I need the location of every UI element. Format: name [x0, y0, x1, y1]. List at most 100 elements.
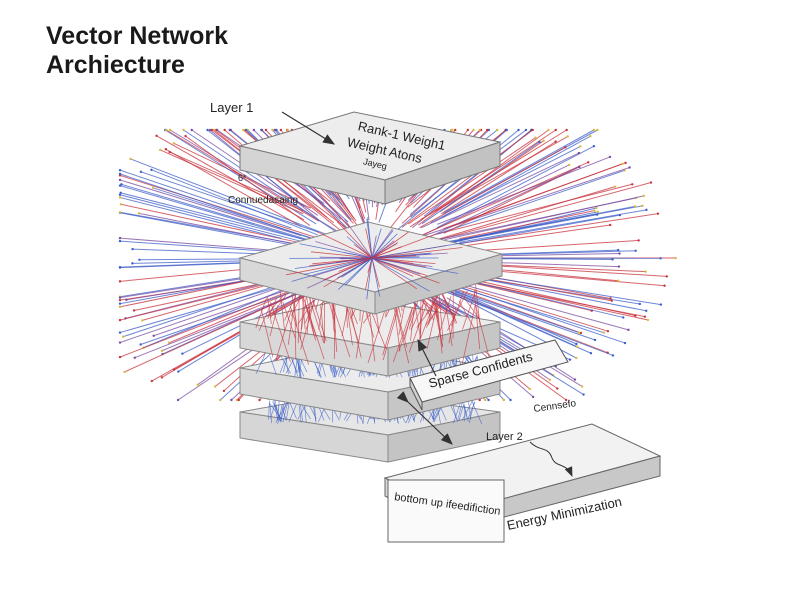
red-mesh-line: [393, 305, 401, 352]
ray-endpoint: [150, 379, 154, 383]
red-mesh-line: [260, 308, 274, 358]
ray-endpoint: [155, 134, 158, 137]
ray-endpoint: [129, 157, 132, 161]
converging-ray: [371, 257, 421, 275]
red-mesh-line: [255, 297, 267, 329]
ray-endpoint: [118, 280, 122, 283]
connection-ray: [434, 183, 633, 236]
converging-ray: [336, 257, 373, 279]
ray-endpoint: [628, 166, 631, 169]
connection-ray: [424, 182, 652, 245]
connection-ray: [119, 174, 336, 245]
ray-endpoint: [235, 398, 239, 402]
ray-endpoint: [642, 194, 646, 198]
ray-endpoint: [641, 204, 644, 208]
ray-endpoint: [567, 163, 571, 167]
red-mesh-line: [269, 305, 279, 337]
converging-ray: [367, 217, 373, 259]
red-mesh-line: [475, 305, 491, 363]
red-mesh-line: [458, 300, 476, 330]
ray-endpoint: [118, 318, 122, 322]
converging-ray: [310, 251, 373, 259]
ray-endpoint: [528, 387, 532, 391]
connection-ray: [138, 212, 320, 250]
ray-endpoint: [596, 210, 600, 214]
ray-endpoint: [556, 387, 559, 390]
ray-endpoint: [215, 128, 219, 132]
converging-ray: [365, 257, 373, 290]
ray-endpoint: [624, 161, 627, 165]
converging-ray: [371, 246, 402, 259]
ray-endpoint: [478, 398, 481, 402]
ray-endpoint: [184, 134, 187, 138]
ray-endpoint: [176, 398, 180, 402]
red-mesh-line: [392, 307, 413, 363]
red-mesh-line: [430, 288, 443, 347]
ray-endpoint: [617, 265, 621, 268]
ray-endpoint: [118, 331, 122, 334]
ray-endpoint: [606, 329, 610, 333]
ray-endpoint: [595, 206, 598, 210]
converging-ray: [371, 235, 377, 259]
converging-ray: [371, 255, 416, 259]
ray-endpoint: [578, 165, 581, 168]
ray-endpoint: [139, 343, 142, 346]
ray-endpoint: [118, 302, 122, 305]
converging-ray: [344, 218, 373, 259]
connection-ray: [448, 224, 611, 249]
red-mesh-line: [462, 289, 477, 330]
connection-ray: [420, 152, 580, 229]
ray-endpoint: [617, 248, 620, 252]
connection-ray: [119, 173, 326, 244]
connection-ray: [168, 292, 291, 344]
converging-ray: [294, 257, 373, 269]
ray-endpoint: [517, 128, 520, 132]
converging-ray: [344, 257, 373, 286]
ray-endpoint: [608, 155, 612, 159]
ray-endpoint: [121, 335, 125, 338]
converging-ray: [365, 228, 373, 259]
red-mesh-line: [438, 287, 444, 341]
converging-ray: [371, 243, 398, 259]
blue-mesh-line: [282, 400, 289, 422]
ray-endpoint: [622, 316, 625, 319]
layer-1-arrow: [281, 111, 336, 145]
blue-mesh-line: [456, 399, 464, 422]
connection-ray: [418, 129, 549, 226]
blue-mesh-line: [468, 401, 475, 424]
ray-endpoint: [538, 140, 541, 144]
connection-ray: [119, 169, 292, 229]
ray-endpoint: [132, 309, 136, 312]
connection-ray: [434, 129, 567, 212]
ray-endpoint: [534, 136, 537, 139]
ray-endpoint: [592, 128, 596, 132]
ray-endpoint: [118, 355, 122, 359]
connection-ray: [140, 171, 319, 233]
ray-endpoint: [573, 378, 577, 381]
connection-ray: [419, 281, 614, 356]
ray-endpoint: [182, 128, 185, 132]
red-mesh-line: [404, 307, 413, 340]
converging-ray: [303, 257, 373, 275]
ray-endpoint: [575, 345, 579, 348]
ray-endpoint: [213, 128, 216, 132]
ray-endpoint: [487, 128, 491, 132]
converging-ray: [371, 228, 393, 259]
red-mesh-line: [441, 294, 457, 321]
converging-ray: [371, 257, 436, 265]
ray-endpoint: [118, 266, 122, 269]
ray-endpoint: [237, 398, 240, 402]
converging-ray: [336, 221, 373, 259]
ray-endpoint: [222, 389, 226, 393]
ray-endpoint: [575, 342, 578, 346]
connection-rays-front: [286, 217, 465, 300]
ray-endpoint: [229, 128, 233, 132]
ray-endpoint: [208, 128, 212, 132]
ray-endpoint: [454, 128, 457, 132]
ray-endpoint: [610, 299, 613, 302]
diagram-title: Vector Network Archiecture: [46, 22, 228, 80]
ray-endpoint: [579, 331, 583, 335]
converging-ray: [344, 252, 373, 259]
connection-ray: [421, 141, 540, 225]
